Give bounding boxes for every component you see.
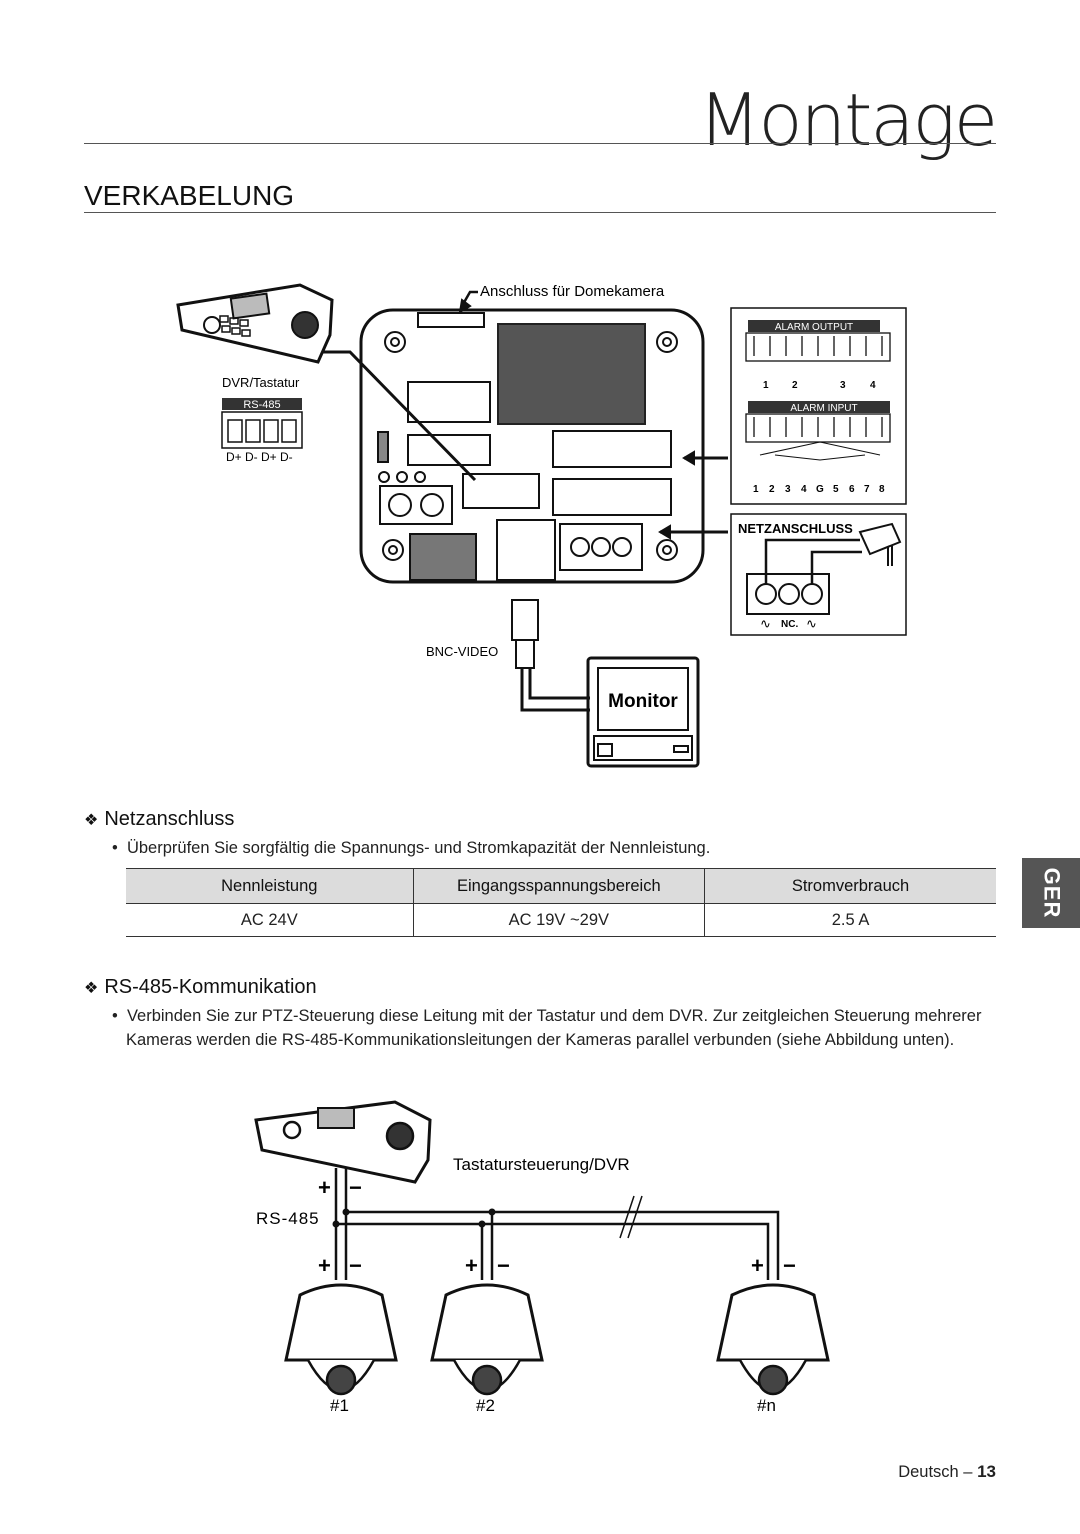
rs485-heading-text: RS-485-Kommunikation (104, 976, 317, 998)
bnc-video-label: BNC-VIDEO (426, 644, 498, 659)
diamond-bullet-icon: ❖ (84, 980, 99, 997)
minus-sign: − (349, 1253, 362, 1278)
table-header-row: Nennleistung Eingangsspannungsbereich St… (126, 868, 996, 904)
plus-sign: + (465, 1253, 478, 1278)
power-heading: ❖ Netzanschluss (84, 808, 234, 831)
dome-camera-icon (716, 1283, 830, 1396)
alarm-input-number: 5 (833, 484, 839, 495)
table-header: Stromverbrauch (704, 868, 996, 904)
rs485-pin-label: D+ D- D+ D- (226, 450, 293, 464)
alarm-input-number: 1 (753, 484, 759, 495)
rs485-bullet-text: Verbinden Sie zur PTZ-Steuerung diese Le… (126, 1007, 982, 1049)
camera-board (359, 308, 705, 584)
alarm-input-number: 7 (864, 484, 870, 495)
alarm-input-label: ALARM INPUT (790, 403, 857, 414)
table-cell: 2.5 A (704, 903, 996, 937)
table-cell: AC 24V (126, 903, 414, 937)
table-cell: AC 19V ~29V (412, 903, 705, 937)
rs485-heading: ❖ RS-485-Kommunikation (84, 976, 317, 999)
controller-label: Tastatursteuerung/DVR (453, 1155, 630, 1174)
wiring-diagram: RS-485 DVR/Tastatur D+ D- D+ D- Anschlus… (176, 283, 907, 768)
keyboard-controller-icon (176, 283, 334, 364)
plus-sign: + (318, 1175, 331, 1200)
power-nc-label: NC. (781, 619, 798, 630)
language-tab-label: GER (1039, 867, 1064, 919)
section-divider (84, 212, 996, 213)
alarm-input-number: 6 (849, 484, 855, 495)
monitor-icon (586, 656, 700, 768)
diamond-bullet-icon: ❖ (84, 812, 99, 829)
alarm-output-number: 1 (763, 380, 769, 391)
power-spec-table: Nennleistung Eingangsspannungsbereich St… (126, 868, 996, 937)
rs485-bus-diagram: Tastatursteuerung/DVR RS-485 + − + − + −… (254, 1100, 830, 1415)
monitor-label: Monitor (608, 691, 678, 712)
language-tab: GER (1022, 858, 1080, 928)
dome-camera-icon (430, 1283, 544, 1396)
page-number: 13 (977, 1462, 996, 1481)
power-bullet: • Überprüfen Sie sorgfältig die Spannung… (112, 839, 711, 857)
alarm-input-number: 8 (879, 484, 885, 495)
power-heading-text: Netzanschluss (104, 808, 235, 830)
section-title: VERKABELUNG (84, 180, 295, 211)
footer-language: Deutsch – (898, 1463, 973, 1481)
minus-sign: − (783, 1253, 796, 1278)
dome-connector-label: Anschluss für Domekamera (480, 283, 665, 300)
page-footer: Deutsch – 13 (898, 1462, 996, 1482)
ac-symbol: ∿ (760, 616, 771, 631)
dome-camera-icon (284, 1283, 398, 1396)
chapter-divider (84, 143, 996, 144)
alarm-output-number: 2 (792, 380, 798, 391)
power-connector-label: NETZANSCHLUSS (738, 521, 853, 536)
alarm-output-label: ALARM OUTPUT (775, 322, 853, 333)
alarm-output-number: 3 (840, 380, 846, 391)
table-header: Eingangsspannungsbereich (412, 868, 705, 904)
camera-id-label: #2 (476, 1396, 495, 1415)
table-row: AC 24V AC 19V ~29V 2.5 A (126, 903, 996, 937)
alarm-input-number: 4 (801, 484, 807, 495)
keyboard-controller-icon (254, 1100, 432, 1184)
ac-symbol: ∿ (806, 616, 817, 631)
alarm-output-number: 4 (870, 380, 876, 391)
table-header: Nennleistung (126, 868, 414, 904)
rs485-terminal-label: RS-485 (243, 399, 280, 411)
chapter-title: Montage (698, 78, 998, 162)
rs485-bus-label: RS-485 (256, 1209, 320, 1228)
plus-sign: + (751, 1253, 764, 1278)
power-bullet-text: Überprüfen Sie sorgfältig die Spannungs-… (126, 839, 711, 857)
alarm-input-number: 2 (769, 484, 775, 495)
minus-sign: − (349, 1175, 362, 1200)
plus-sign: + (318, 1253, 331, 1278)
alarm-input-number: G (816, 484, 824, 495)
keyboard-label: DVR/Tastatur (222, 375, 300, 390)
alarm-input-number: 3 (785, 484, 791, 495)
rs485-bullet: • Verbinden Sie zur PTZ-Steuerung diese … (112, 1007, 982, 1049)
minus-sign: − (497, 1253, 510, 1278)
camera-id-label: #1 (330, 1396, 349, 1415)
camera-id-label: #n (757, 1396, 776, 1415)
